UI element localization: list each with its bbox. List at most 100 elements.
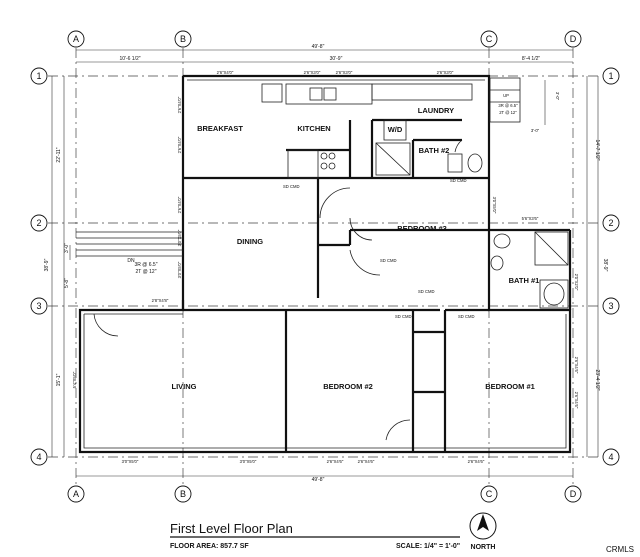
svg-text:A: A — [73, 34, 79, 44]
room-bedroom3: BEDROOM #3 — [397, 224, 447, 233]
room-breakfast: BREAKFAST — [197, 124, 243, 133]
svg-text:2: 2 — [36, 218, 41, 228]
dim-right-upper: 14'-7 1/2" — [594, 139, 600, 160]
stair-rise-right: 3R @ 6.5" — [498, 103, 518, 108]
dim-stair-right-a: 3'-0" — [555, 92, 560, 101]
stair-rise-left: 3R @ 6.5" — [135, 262, 158, 268]
window-bed3-right: 3'0"X5'0" — [492, 197, 497, 214]
window-breakfast-a: 2'6"X4'0" — [177, 96, 182, 113]
svg-text:1: 1 — [36, 71, 41, 81]
grid-bubble-bottom-a: A — [67, 485, 85, 503]
window-bed2-bottom-2: 2'6"X4'6" — [358, 459, 375, 464]
svg-text:B: B — [180, 489, 186, 499]
window-top-4: 2'6"X3'0" — [437, 70, 454, 75]
smoke-detector-3: SD CMD — [380, 258, 397, 263]
dim-right-lower: 23'-4 1/2" — [594, 369, 600, 390]
stair-left — [76, 231, 183, 257]
dim-overall-bottom: 49'-8" — [312, 477, 325, 483]
window-bath1-top: 5'6"X3'6" — [522, 216, 539, 221]
svg-text:A: A — [73, 489, 79, 499]
svg-text:1: 1 — [608, 71, 613, 81]
grid-bubble-bottom-b: B — [174, 485, 192, 503]
stair-dn-label: DN — [127, 258, 135, 264]
smoke-detector-5: SD CMD — [395, 314, 412, 319]
grid-bubble-right-3: 3 — [602, 297, 620, 315]
room-bath2: BATH #2 — [419, 146, 450, 155]
room-living: LIVING — [171, 382, 196, 391]
laundry-counter — [371, 83, 473, 141]
window-bed1-bottom: 2'6"X4'6" — [468, 459, 485, 464]
room-bedroom2: BEDROOM #2 — [323, 382, 373, 391]
bath2-fixtures — [375, 142, 483, 176]
dim-top-left: 10'-6 1/2" — [119, 56, 140, 62]
dim-left-upper: 22'-11" — [56, 147, 62, 162]
dim-right-total: 38'-9" — [602, 259, 608, 272]
dim-left-lower: 15'-1" — [56, 373, 62, 386]
north-label: NORTH — [471, 544, 496, 551]
grid-bubble-left-4: 4 — [30, 448, 48, 466]
svg-text:4: 4 — [608, 452, 613, 462]
smoke-detector-6: SD CMD — [458, 314, 475, 319]
svg-text:D: D — [570, 34, 577, 44]
window-living-bottom-2: 3'0"X5'0" — [240, 459, 257, 464]
window-living-left: 5'4"X5'0" — [72, 371, 77, 388]
grid-bubble-top-d: D — [564, 30, 582, 48]
dim-stair-left-a: 3'-0" — [64, 243, 70, 253]
svg-text:3: 3 — [608, 301, 613, 311]
grid-bubble-top-c: C — [480, 30, 498, 48]
bath1-fixtures — [490, 231, 569, 309]
scale-note: SCALE: 1/4" = 1'-0" — [396, 543, 460, 550]
stair-right — [489, 77, 521, 123]
svg-text:3: 3 — [36, 301, 41, 311]
grid-bubble-left-2: 2 — [30, 214, 48, 232]
floor-area: FLOOR AREA: 857.7 SF — [170, 543, 249, 550]
window-top-3: 2'6"X3'0" — [336, 70, 353, 75]
window-bed1-right-1: 2'6"X4'6" — [574, 357, 579, 374]
dim-stair-right-b: 3'-0" — [531, 128, 540, 133]
room-dining: DINING — [237, 237, 263, 246]
north-arrow-icon — [469, 512, 497, 540]
dim-stair-left-b: 5'-8" — [64, 278, 70, 288]
grid-bubble-right-2: 2 — [602, 214, 620, 232]
window-b-left: 2'6"X4'0" — [177, 196, 182, 213]
grid-lines — [48, 48, 602, 486]
svg-text:D: D — [570, 489, 577, 499]
window-dining-1: 3'0"X5'0" — [177, 229, 182, 246]
stair-tread-right: 2T @ 12" — [499, 110, 517, 115]
grid-bubble-top-a: A — [67, 30, 85, 48]
window-living-bottom-1: 3'0"X5'0" — [122, 459, 139, 464]
doors — [93, 139, 463, 441]
svg-text:C: C — [486, 34, 493, 44]
window-dining-2: 3'0"X5'0" — [177, 261, 182, 278]
grid-bubble-bottom-c: C — [480, 485, 498, 503]
window-bed2-bottom-1: 2'6"X4'6" — [327, 459, 344, 464]
grid-bubble-right-1: 1 — [602, 67, 620, 85]
room-bath1: BATH #1 — [509, 276, 540, 285]
svg-text:4: 4 — [36, 452, 41, 462]
grid-bubble-left-3: 3 — [30, 297, 48, 315]
exterior-walls — [78, 74, 572, 454]
window-breakfast-b: 2'6"X4'0" — [177, 136, 182, 153]
kitchen-counter — [261, 83, 373, 179]
stair-tread-left: 2T @ 12" — [136, 269, 157, 275]
grid-bubble-bottom-d: D — [564, 485, 582, 503]
svg-text:C: C — [486, 489, 493, 499]
watermark: CRMLS — [606, 545, 634, 554]
dim-left-total: 38'-9" — [44, 258, 50, 271]
dim-top-right: 8'-4 1/2" — [522, 56, 541, 62]
room-kitchen: KITCHEN — [297, 124, 330, 133]
window-bed1-right-2: 2'6"X4'6" — [574, 392, 579, 409]
smoke-detector-2: SD CMD — [450, 178, 467, 183]
window-bath1-side: 2'0"X2'0" — [574, 274, 579, 291]
stair-up-label: UP — [503, 93, 509, 98]
smoke-detector-4: SD CMD — [418, 289, 435, 294]
grid-bubble-right-4: 4 — [602, 448, 620, 466]
svg-text:B: B — [180, 34, 186, 44]
room-wd: W/D — [388, 125, 403, 134]
dim-top-mid: 30'-9" — [330, 56, 343, 62]
room-laundry: LAUNDRY — [418, 106, 454, 115]
dim-overall-top: 49'-8" — [312, 44, 325, 50]
window-living-top: 2'8"X4'8" — [152, 298, 169, 303]
room-bedroom1: BEDROOM #1 — [485, 382, 535, 391]
